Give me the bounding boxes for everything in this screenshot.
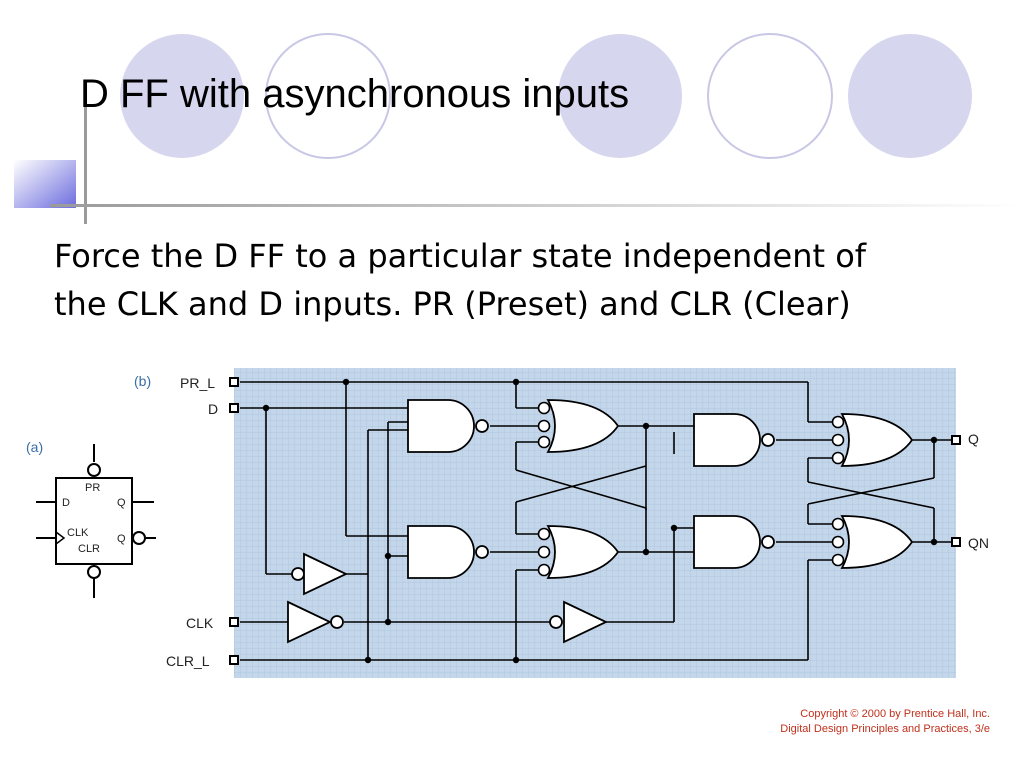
title-rule-horizontal (50, 204, 1024, 207)
wires (240, 381, 952, 661)
title-rule-vertical (84, 104, 87, 224)
pr-bubble (87, 463, 101, 477)
inverter-d (291, 552, 349, 596)
input-label-d: D (208, 401, 218, 417)
deco-circle-3 (558, 34, 682, 158)
body-line-2: the CLK and D inputs. PR (Preset) and CL… (54, 285, 851, 323)
or-gate-4 (831, 515, 914, 569)
deco-circle-1 (120, 34, 244, 158)
terminals (229, 377, 961, 665)
inverter-clk-1 (287, 600, 344, 644)
or-gate-3 (831, 413, 914, 467)
input-label-clk: CLK (186, 615, 214, 631)
terminal-d (229, 403, 239, 413)
sym-label-clk: CLK (67, 527, 89, 539)
terminal-q (951, 435, 961, 445)
terminal-pr-l (229, 377, 239, 387)
ff-symbol-box (55, 477, 133, 565)
copyright-line-2: Digital Design Principles and Practices,… (780, 723, 990, 735)
input-label-pr-l: PR_L (180, 375, 215, 391)
input-label-clr-l: CLR_L (166, 653, 210, 669)
terminal-clk (229, 617, 239, 627)
output-label-q: Q (968, 431, 979, 447)
or-gate-1 (537, 399, 620, 453)
nand-gate-4 (693, 515, 775, 569)
figure-b-tag: (b) (134, 373, 151, 389)
header-decoration (14, 33, 1024, 224)
or-gate-2 (537, 525, 620, 579)
output-label-qn: QN (968, 535, 989, 551)
deco-circle-5 (848, 34, 972, 158)
qn-bubble (132, 531, 146, 545)
sym-label-clr: CLR (78, 543, 100, 555)
nand-gate-3 (693, 413, 775, 467)
figure-a-symbol: (a) PR D Q CLK Q CLR (26, 439, 156, 598)
junction-dots (262, 378, 938, 664)
deco-circle-2 (265, 33, 391, 159)
clr-bubble (87, 565, 101, 579)
sym-label-d: D (62, 497, 70, 509)
sym-label-q: Q (117, 497, 126, 509)
body-line-1: Force the D FF to a particular state ind… (54, 237, 867, 275)
accent-square (14, 160, 76, 208)
slide-body: Force the D FF to a particular state ind… (54, 232, 984, 328)
deco-circle-4 (707, 33, 833, 159)
terminal-clr-l (229, 655, 239, 665)
slide-title: D FF with asynchronous inputs (80, 72, 630, 116)
terminal-qn (951, 537, 961, 547)
copyright-notice: Copyright © 2000 by Prentice Hall, Inc. … (780, 707, 990, 737)
nand-gate-2 (407, 525, 489, 579)
inverter-clk-2 (549, 600, 609, 644)
figure-a-tag: (a) (26, 439, 43, 455)
sym-label-qn: Q (117, 533, 126, 545)
nand-gate-1 (407, 399, 489, 453)
copyright-line-1: Copyright © 2000 by Prentice Hall, Inc. (800, 708, 990, 720)
circuit-diagram: (a) PR D Q CLK Q CLR (b) PR_L D CLK CLR_… (26, 368, 989, 678)
sym-label-pr: PR (85, 482, 100, 494)
